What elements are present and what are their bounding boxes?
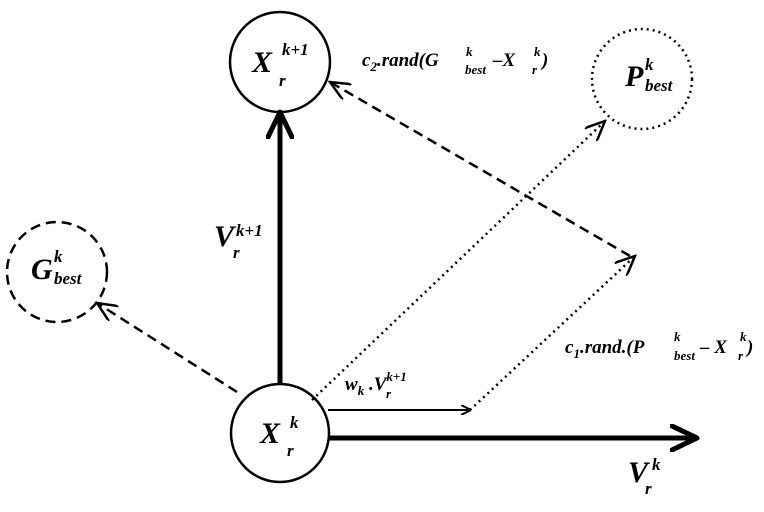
svg-text:r: r [386,386,392,401]
g-best-node [5,220,109,324]
social-arrow [330,82,631,258]
v-current-label: V k r [628,455,661,498]
cognitive-term-label: c1.rand.(P k best – X k r ) [565,329,753,363]
v-next-label: V k+1 r [214,220,263,262]
svg-text:c2.rand(G: c2.rand(G [362,50,439,74]
svg-text:r: r [532,62,538,77]
svg-text:k: k [645,55,654,74]
svg-text:best: best [54,269,83,288]
svg-text:G: G [31,253,53,286]
svg-text:X: X [251,46,273,79]
svg-text:best: best [465,62,486,77]
g-best-label: G k best [31,247,83,288]
svg-text:k: k [674,329,681,344]
svg-text:k: k [740,329,747,344]
inertia-term-label: wk .Vk+1 r [345,369,407,401]
svg-text:k: k [466,44,473,59]
x-current-label: X k r [259,413,299,460]
x-next-node [228,10,332,114]
svg-text:k: k [54,247,63,266]
social-term-label: c2.rand(G k best –X k r ) [362,44,548,77]
svg-text:): ) [745,337,753,358]
svg-text:– X: – X [699,337,728,358]
svg-text:k: k [290,413,299,432]
svg-text:k: k [534,44,541,59]
p-best-node [590,27,694,131]
to-gbest-arrow [97,303,238,394]
svg-text:wk .Vk+1: wk .Vk+1 [345,369,407,398]
svg-text:best: best [674,348,695,363]
svg-text:best: best [645,76,674,95]
svg-text:V: V [214,220,237,253]
svg-text:k+1: k+1 [282,40,309,59]
svg-text:r: r [233,243,240,262]
svg-text:X: X [259,417,281,450]
svg-text:r: r [645,479,652,498]
svg-text:r: r [738,348,744,363]
to-pbest-arrow [311,121,605,401]
svg-text:k+1: k+1 [236,221,263,240]
svg-text:k: k [652,455,661,474]
svg-text:r: r [279,71,286,90]
cognitive-arrow [469,256,635,411]
svg-text:P: P [624,60,644,93]
p-best-label: P k best [624,55,674,95]
svg-text:c1.rand.(P: c1.rand.(P [565,337,645,361]
svg-text:r: r [287,441,294,460]
x-next-label: X k+1 r [251,40,309,90]
svg-text:V: V [628,456,651,489]
svg-text:–X: –X [492,50,517,71]
svg-text:): ) [540,50,548,71]
